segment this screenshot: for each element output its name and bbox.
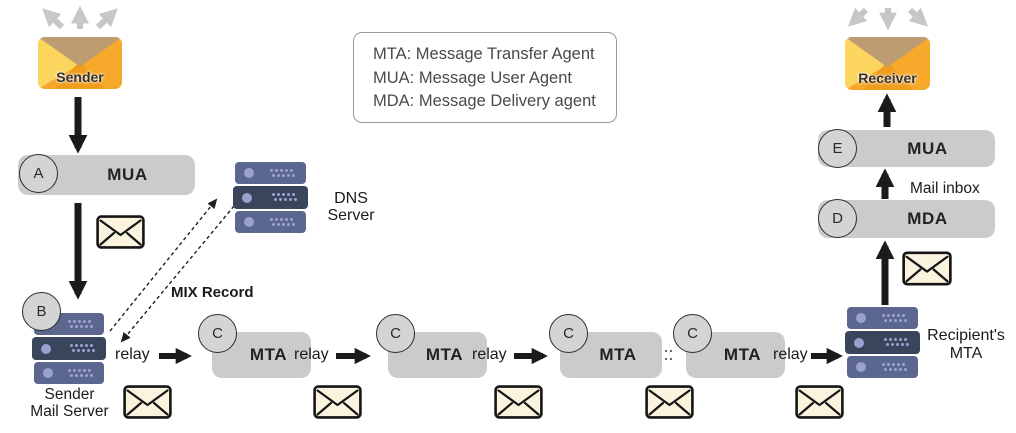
badge-a-letter: A [33,165,44,182]
sender-envelope-icon: Sender [38,37,122,89]
sender-label: Sender [56,69,104,85]
recipients-mta-label: Recipient's MTA [918,327,1014,362]
mail-inbox-label: Mail inbox [910,180,980,197]
mail-envelope-icon [313,385,362,419]
mail-envelope-icon [795,385,844,419]
badge-b-letter: B [36,303,47,320]
badge-c-3: C [549,314,588,353]
badge-c-2: C [376,314,415,353]
badge-c-3-letter: C [563,325,574,342]
badge-d-letter: D [832,210,843,227]
badge-c-2-letter: C [390,325,401,342]
badge-c-1: C [198,314,237,353]
sender-mail-server-label: Sender Mail Server [12,386,127,420]
mix-record-label: MIX Record [171,284,254,301]
dns-query-arrow [109,198,218,332]
receiver-label: Receiver [858,70,917,86]
node-mta-2-label: MTA [425,345,464,364]
badge-c-1-letter: C [212,325,223,342]
recipients-mta-label-line2: MTA [949,344,983,362]
sender-mail-server-icon [32,313,106,384]
node-mua-e-label: MUA [907,138,948,158]
dns-server-icon [233,162,308,233]
relay-label-4: relay [773,346,808,363]
receiver-in-arrow-left [848,7,869,27]
badge-c-4: C [673,314,712,353]
relay-label-1: relay [115,346,150,363]
node-mta-4-label: MTA [723,345,762,364]
recipients-mta-label-line1: Recipient's [927,327,1005,344]
legend-line-mda: MDA: Message Delivery agent [373,92,596,110]
receiver-envelope-icon: Receiver [845,37,930,90]
sender-out-arrow-right [95,8,118,30]
node-mua-a-label: MUA [107,165,148,184]
node-mta-3-label: MTA [599,345,637,364]
mail-envelope-icon [494,385,543,419]
badge-b: B [22,292,61,331]
badge-d: D [818,199,857,238]
mail-envelope-icon [123,385,172,419]
badge-c-4-letter: C [687,325,698,342]
recipients-mta-server-icon [845,307,920,378]
mail-envelope-icon [96,215,145,249]
dns-server-label-line1: DNS [334,190,368,207]
relay-label-3: relay [472,346,507,363]
sender-mail-server-label-line1: Sender [44,386,95,403]
legend-line-mua: MUA: Message User Agent [373,68,572,87]
badge-a: A [19,154,58,193]
badge-e-letter: E [832,140,843,157]
mail-envelope-icon [902,251,952,286]
node-mta-3: MTA [560,332,662,378]
sender-out-arrow-left [42,8,65,30]
dns-response-arrow [120,205,235,343]
legend-box: MTA: Message Transfer Agent MUA: Message… [353,32,617,123]
legend-line-mta: MTA: Message Transfer Agent [373,45,595,63]
dns-server-label: DNS Server [315,190,387,224]
badge-e: E [818,129,857,168]
mail-envelope-icon [645,385,694,419]
dns-server-label-line2: Server [327,207,375,224]
node-mda-d-label: MDA [907,209,948,228]
receiver-in-arrow-right [907,7,928,27]
relay-label-2: relay [294,346,329,363]
node-mta-1-label: MTA [249,345,288,364]
sender-mail-server-label-line2: Mail Server [30,402,109,420]
